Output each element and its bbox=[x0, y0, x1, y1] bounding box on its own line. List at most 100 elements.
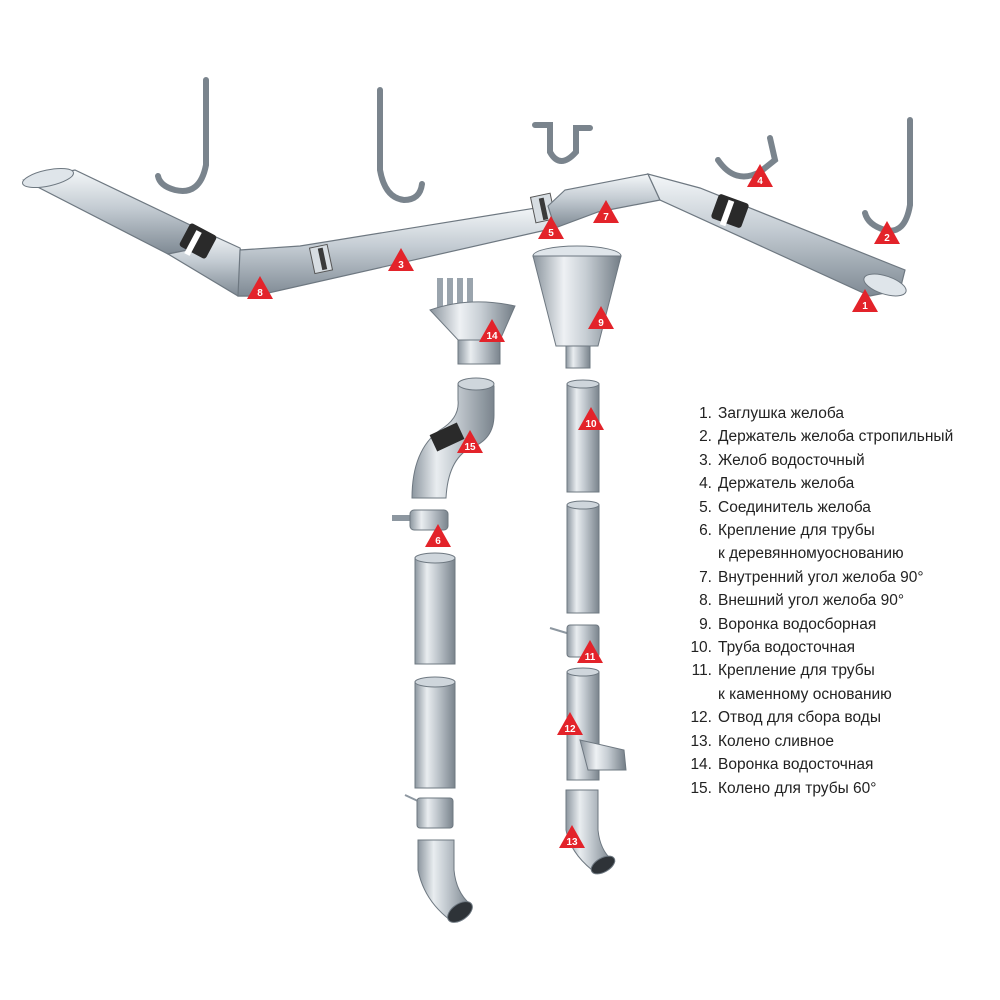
legend-item: 2. Держатель желоба стропильный bbox=[676, 425, 996, 448]
legend-item-text: к деревянномуоснованию bbox=[718, 545, 904, 563]
marker-14-label: 14 bbox=[486, 331, 498, 342]
gutter-right-section bbox=[547, 173, 907, 297]
drain-elbow-right bbox=[565, 789, 616, 875]
rafter-hook-right bbox=[862, 117, 913, 234]
drain-funnel-small bbox=[429, 278, 516, 365]
legend-item: 6. Крепление для трубы bbox=[676, 519, 996, 542]
legend-item-text: Соединитель желоба bbox=[718, 498, 871, 516]
downpipe-left-upper bbox=[414, 552, 456, 665]
legend-item-number: 14. bbox=[690, 756, 712, 774]
marker-8: 8 bbox=[247, 276, 273, 299]
legend-item-continuation: к деревянномуоснованию bbox=[676, 542, 996, 565]
marker-15: 15 bbox=[457, 430, 483, 453]
legend-item: 5. Соединитель желоба bbox=[676, 496, 996, 519]
legend-item-number: 9. bbox=[699, 615, 712, 633]
marker-11: 11 bbox=[577, 640, 603, 663]
gutter-holder-bracket bbox=[532, 122, 593, 164]
parts-legend: 1. Заглушка желоба 2. Держатель желоба стр… bbox=[676, 402, 996, 800]
marker-7: 7 bbox=[593, 200, 619, 223]
marker-12: 12 bbox=[557, 712, 583, 735]
legend-item-number: 12. bbox=[690, 709, 712, 727]
legend-item-number: 2. bbox=[699, 428, 712, 446]
legend-item-number: 4. bbox=[699, 475, 712, 493]
marker-4-label: 4 bbox=[757, 176, 763, 187]
marker-3: 3 bbox=[388, 248, 414, 271]
legend-item: 10. Труба водосточная bbox=[676, 636, 996, 659]
legend-item-text: Внутренний угол желоба 90° bbox=[718, 568, 924, 586]
legend-item-number: 5. bbox=[699, 498, 712, 516]
legend-item-number: 7. bbox=[699, 568, 712, 586]
legend-item-number: 13. bbox=[690, 732, 712, 750]
marker-6: 6 bbox=[425, 524, 451, 547]
legend-item-text: Воронка водосточная bbox=[718, 756, 874, 774]
legend-item: 1. Заглушка желоба bbox=[676, 402, 996, 425]
marker-9: 9 bbox=[588, 306, 614, 329]
downpipe-left-lower bbox=[414, 676, 456, 789]
legend-item: 3. Желоб водосточный bbox=[676, 449, 996, 472]
marker-1-label: 1 bbox=[862, 301, 868, 312]
marker-13-label: 13 bbox=[566, 837, 578, 848]
legend-item-text: Воронка водосборная bbox=[718, 615, 877, 633]
gutter-left-section bbox=[22, 167, 256, 297]
marker-7-label: 7 bbox=[603, 212, 609, 223]
rafter-hook-left bbox=[155, 77, 209, 194]
pipe-elbow-60 bbox=[411, 377, 495, 499]
rafter-hook-center bbox=[377, 87, 425, 204]
legend-item-number: 11. bbox=[691, 662, 712, 680]
marker-9-label: 9 bbox=[598, 318, 604, 329]
legend-item-number: 3. bbox=[699, 451, 712, 469]
marker-1: 1 bbox=[852, 289, 878, 312]
water-diverter bbox=[566, 667, 627, 781]
marker-4: 4 bbox=[747, 164, 773, 187]
legend-item-number: 15. bbox=[690, 779, 712, 797]
downpipe-right-upper bbox=[566, 379, 600, 493]
legend-item-text: Крепление для трубы bbox=[718, 662, 875, 680]
legend-item-number: 10. bbox=[690, 639, 712, 657]
legend-item-number: 1. bbox=[699, 405, 712, 422]
marker-11-label: 11 bbox=[585, 652, 596, 663]
legend-item-text: Желоб водосточный bbox=[718, 451, 865, 469]
pipe-bracket-stone-left bbox=[404, 794, 454, 829]
marker-10: 10 bbox=[578, 407, 604, 430]
legend-item-text: Заглушка желоба bbox=[718, 405, 845, 422]
legend-item: 9. Воронка водосборная bbox=[676, 613, 996, 636]
collecting-funnel bbox=[532, 245, 622, 369]
legend-item-text: Колено для трубы 60° bbox=[718, 779, 877, 797]
legend-item-text: к каменному основанию bbox=[718, 685, 892, 703]
legend-item: 7. Внутренний угол желоба 90° bbox=[676, 566, 996, 589]
legend-item-number: 8. bbox=[699, 592, 712, 610]
marker-5-label: 5 bbox=[548, 228, 554, 239]
legend-item: 4. Держатель желоба bbox=[676, 472, 996, 495]
legend-item: 12. Отвод для сбора воды bbox=[676, 706, 996, 729]
marker-6-label: 6 bbox=[435, 536, 441, 547]
drain-elbow-left bbox=[417, 839, 473, 923]
marker-2-label: 2 bbox=[884, 233, 890, 244]
legend-item-text: Труба водосточная bbox=[718, 639, 856, 657]
legend-item: 14. Воронка водосточная bbox=[676, 753, 996, 776]
legend-item-text: Колено сливное bbox=[718, 732, 834, 750]
legend-item: 11. Крепление для трубы bbox=[676, 659, 996, 682]
legend-item-text: Внешний угол желоба 90° bbox=[718, 592, 905, 610]
legend-item-text: Крепление для трубы bbox=[718, 522, 875, 540]
legend-item-text: Держатель желоба стропильный bbox=[718, 428, 954, 446]
marker-8-label: 8 bbox=[257, 288, 263, 299]
marker-2: 2 bbox=[874, 221, 900, 244]
gutter-middle-section bbox=[237, 192, 557, 297]
legend-item-text: Отвод для сбора воды bbox=[718, 709, 881, 727]
marker-15-label: 15 bbox=[464, 442, 476, 453]
legend-item: 15. Колено для трубы 60° bbox=[676, 777, 996, 800]
downpipe-right-middle bbox=[566, 500, 600, 614]
marker-12-label: 12 bbox=[564, 724, 576, 735]
legend-item-continuation: к каменному основанию bbox=[676, 683, 996, 706]
legend-item-number: 6. bbox=[699, 522, 712, 540]
marker-13: 13 bbox=[559, 825, 585, 848]
gutter-holder-right bbox=[715, 135, 779, 180]
legend-item: 13. Колено сливное bbox=[676, 730, 996, 753]
legend-item: 8. Внешний угол желоба 90° bbox=[676, 589, 996, 612]
legend-item-text: Держатель желоба bbox=[718, 475, 855, 493]
marker-5: 5 bbox=[538, 216, 564, 239]
marker-3-label: 3 bbox=[398, 260, 404, 271]
marker-14: 14 bbox=[479, 319, 505, 342]
marker-10-label: 10 bbox=[585, 419, 597, 430]
